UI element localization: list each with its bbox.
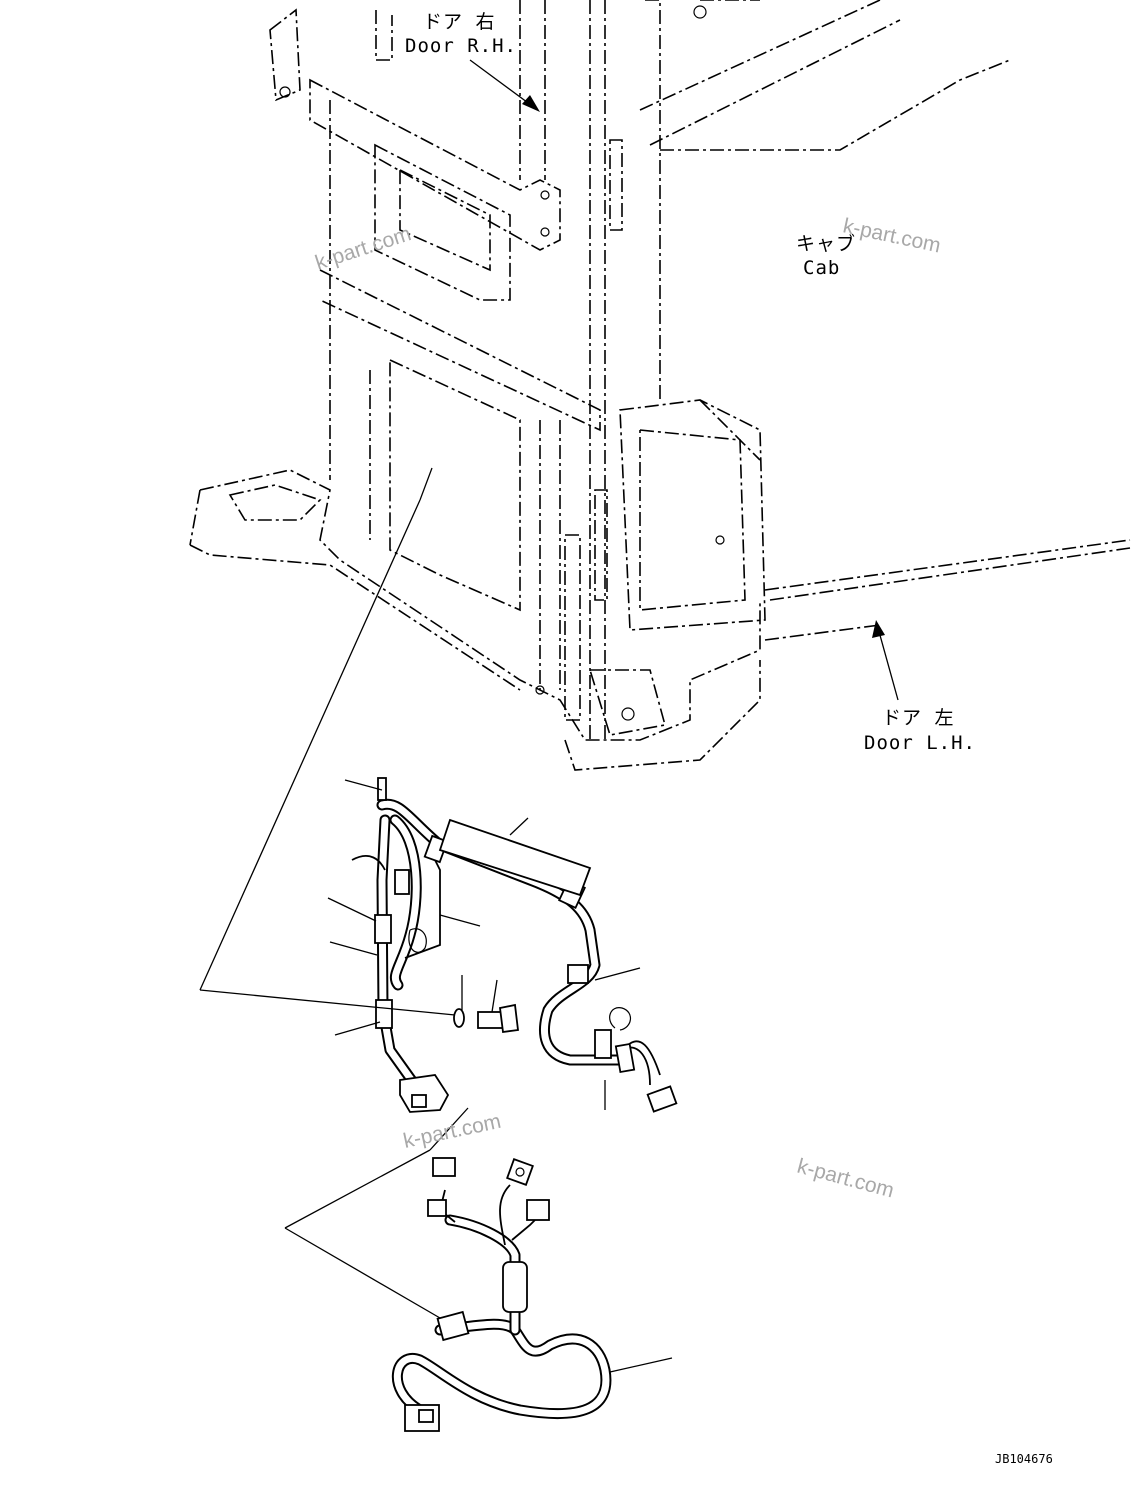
watermark: k-part.com <box>795 1155 897 1203</box>
cab-label-jp: キャブ <box>796 232 856 255</box>
lower-wire-harness <box>284 1107 673 1432</box>
watermark: k-part.com <box>312 222 413 275</box>
door-lh-arrow <box>872 620 899 701</box>
door-rh-label-jp: ドア 右 <box>423 11 495 33</box>
door-lh-label-en: Door L.H. <box>864 732 976 754</box>
upper-leader-lines <box>199 467 641 1110</box>
watermark: k-part.com <box>841 214 943 257</box>
door-lh-label-jp: ドア 左 <box>882 707 954 729</box>
drawing-code: JB104676 <box>995 1452 1053 1466</box>
cab-frame <box>189 0 1131 771</box>
upper-wire-harness <box>351 777 678 1113</box>
door-rh-arrow <box>469 59 540 112</box>
watermark: k-part.com <box>401 1110 503 1153</box>
door-rh-label-en: Door R.H. <box>405 35 517 57</box>
cab-label-en: Cab <box>803 257 840 279</box>
